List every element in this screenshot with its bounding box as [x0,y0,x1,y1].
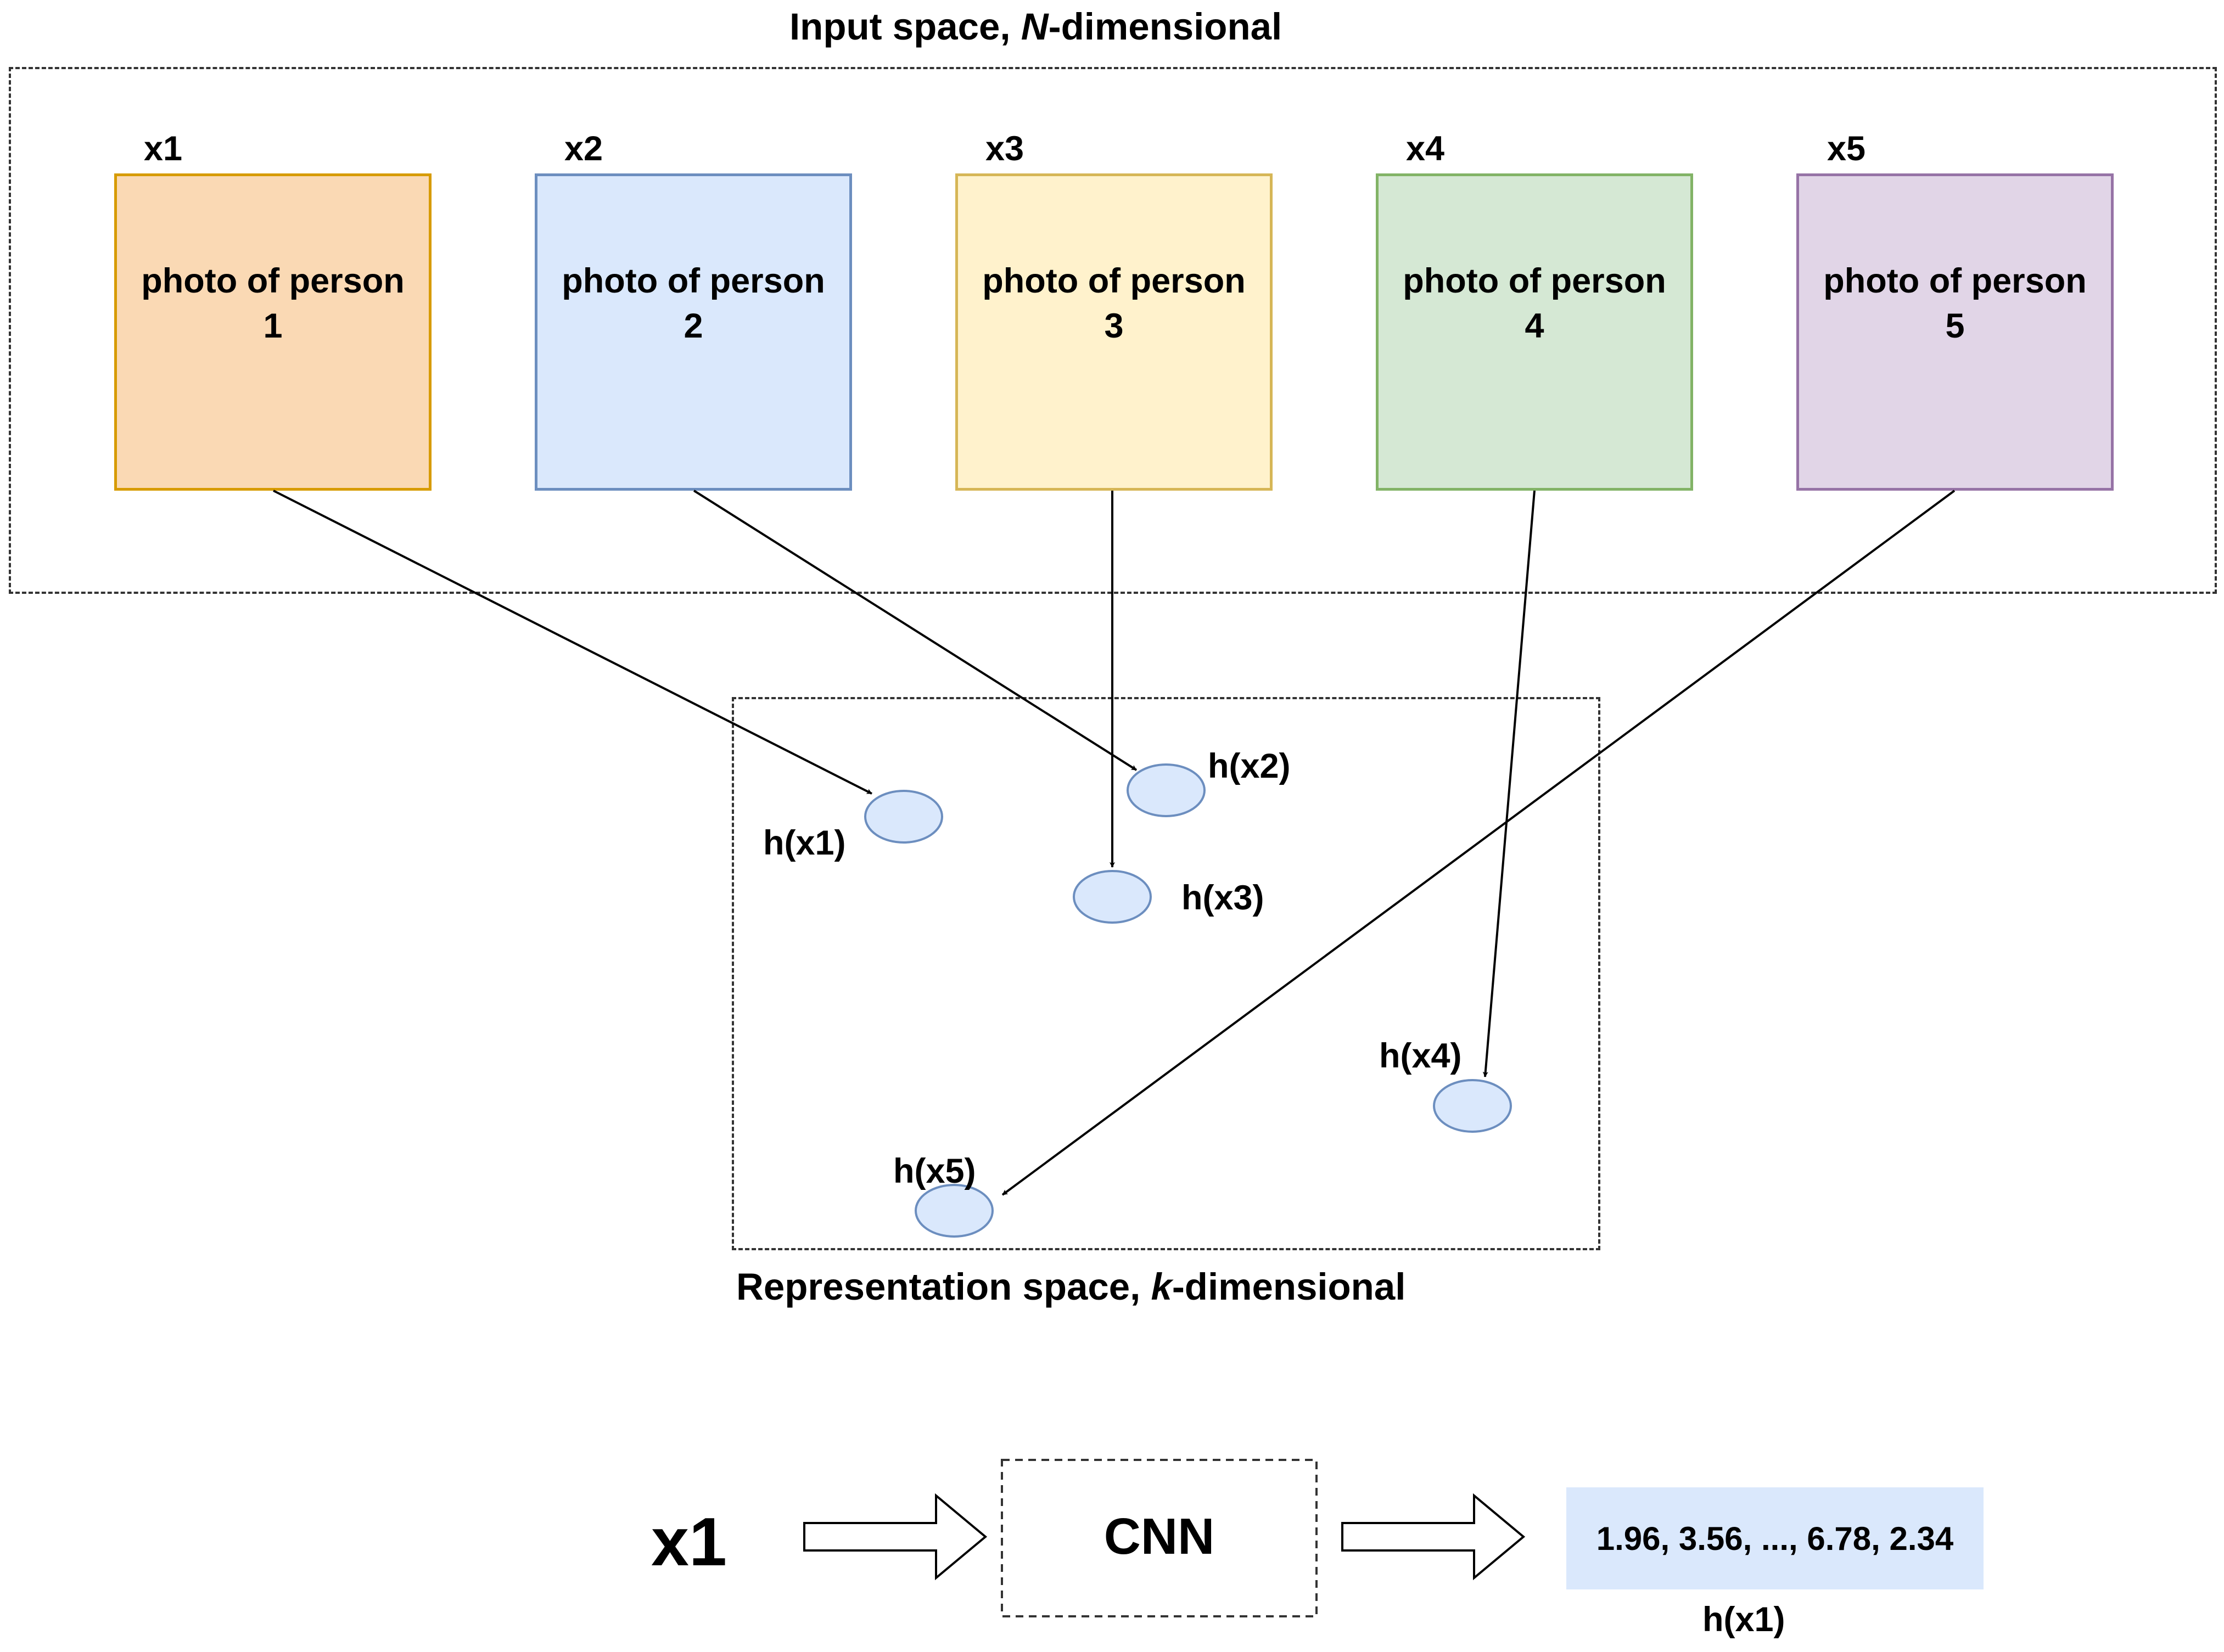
embedding-node-h-x5[interactable] [915,1184,994,1238]
embedding-node-h-x2[interactable] [1127,763,1206,817]
photo-box-person-4[interactable]: photo of person 4 [1376,173,1693,491]
embedding-label-h-x4: h(x4) [1379,1037,1462,1075]
photo-box-label: photo of person 3 [982,261,1246,345]
photo-box-person-3[interactable]: photo of person 3 [955,173,1273,491]
arrow-x5-to-h-x5 [1001,490,1956,1196]
input-space-title-prefix: Input space, [789,5,1021,48]
embedding-label-h-x5: h(x5) [893,1152,976,1190]
photo-box-label: photo of person 5 [1823,261,2087,345]
arrow-x1-to-h-x1 [273,490,872,795]
embedding-label-h-x2: h(x2) [1208,747,1291,785]
photo-id-label-5: x5 [1827,130,1866,168]
photo-box-label: photo of person 2 [562,261,825,345]
embedding-node-h-x3[interactable] [1073,870,1152,924]
representation-space-title-italic: k [1151,1266,1172,1308]
arrow-x2-to-h-x2 [693,490,1138,771]
pipeline-arrow-cnn-to-vector [1341,1493,1526,1581]
photo-box-person-1[interactable]: photo of person 1 [114,173,432,491]
photo-box-label: photo of person 1 [141,261,405,345]
photo-box-person-5[interactable]: photo of person 5 [1796,173,2114,491]
input-space-title-suffix: -dimensional [1048,5,1282,48]
embedding-node-h-x1[interactable] [864,790,943,844]
photo-id-label-2: x2 [564,130,603,168]
input-space-title: Input space, N-dimensional [789,8,1282,46]
input-space-title-italic: N [1021,5,1049,48]
representation-space-box [732,697,1600,1250]
embedding-label-h-x3: h(x3) [1181,879,1264,917]
cnn-label: CNN [1103,1508,1215,1565]
representation-space-title: Representation space, k-dimensional [736,1268,1405,1306]
embedding-node-h-x4[interactable] [1433,1079,1512,1133]
representation-space-title-prefix: Representation space, [736,1266,1151,1308]
pipeline-input-label: x1 [651,1504,727,1580]
embedding-vector-label: h(x1) [1702,1600,1785,1639]
arrow-x4-to-h-x4 [1482,490,1536,1077]
embedding-vector[interactable]: 1.96, 3.56, ..., 6.78, 2.34 [1566,1487,1984,1589]
embedding-label-h-x1: h(x1) [763,824,846,862]
cnn-box[interactable] [1001,1459,1318,1617]
photo-box-person-2[interactable]: photo of person 2 [535,173,852,491]
photo-id-label-1: x1 [144,130,183,168]
photo-box-label: photo of person 4 [1403,261,1666,345]
photo-id-label-3: x3 [985,130,1024,168]
pipeline-arrow-input-to-cnn [803,1493,988,1581]
photo-id-label-4: x4 [1406,130,1445,168]
representation-space-title-suffix: -dimensional [1172,1266,1406,1308]
